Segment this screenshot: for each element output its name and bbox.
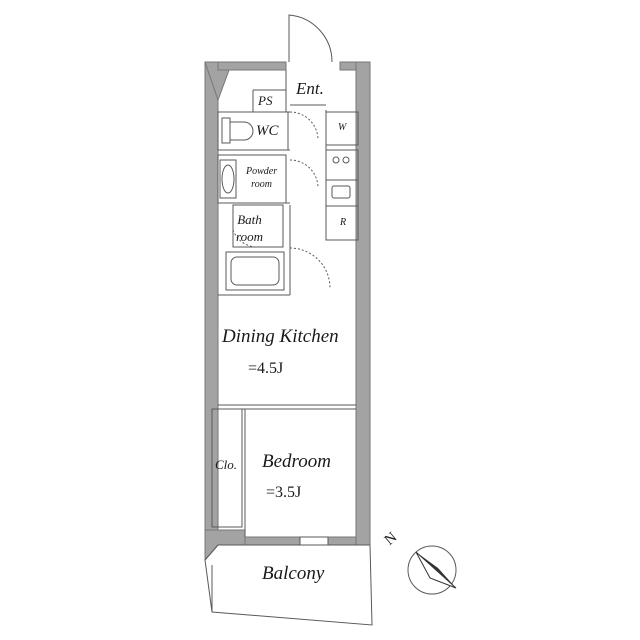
- room-label-ps: PS: [258, 93, 273, 108]
- bath-room-line2: room: [236, 229, 263, 244]
- room-label-refrigerator: R: [340, 217, 347, 228]
- bedroom-area: =3.5J: [266, 484, 302, 501]
- room-label-balcony: Balcony: [262, 563, 325, 584]
- entrance-door: [288, 14, 333, 63]
- powder-room-line1: Powder: [246, 166, 278, 177]
- room-label-dining-kitchen: Dining Kitchen: [222, 326, 339, 347]
- stove: [325, 149, 359, 181]
- sink: [325, 179, 359, 207]
- balcony-outline: [204, 544, 373, 626]
- toilet-bowl: [229, 121, 254, 141]
- room-label-entrance: Ent.: [296, 79, 324, 98]
- closet: [211, 408, 243, 528]
- wall-top-right: [339, 61, 357, 71]
- bath-room-line1: Bath: [237, 212, 262, 227]
- room-label-wc: WC: [256, 123, 279, 139]
- room-label-washer: W: [338, 122, 347, 133]
- compass-rose: [407, 545, 457, 595]
- room-label-bath-room: Bath room: [236, 213, 263, 243]
- toilet-tank: [221, 117, 231, 144]
- bathtub: [225, 251, 285, 291]
- wall-bottom: [244, 536, 301, 546]
- wall-bottom-right: [327, 536, 357, 546]
- room-label-closet: Clo.: [215, 457, 238, 472]
- room-label-powder-room: Powder room: [246, 167, 277, 190]
- dining-kitchen-area: =4.5J: [248, 360, 284, 377]
- wall-top: [217, 61, 287, 71]
- powder-room-line2: room: [251, 179, 272, 190]
- wash-basin: [221, 164, 235, 194]
- room-label-bedroom: Bedroom: [262, 451, 331, 472]
